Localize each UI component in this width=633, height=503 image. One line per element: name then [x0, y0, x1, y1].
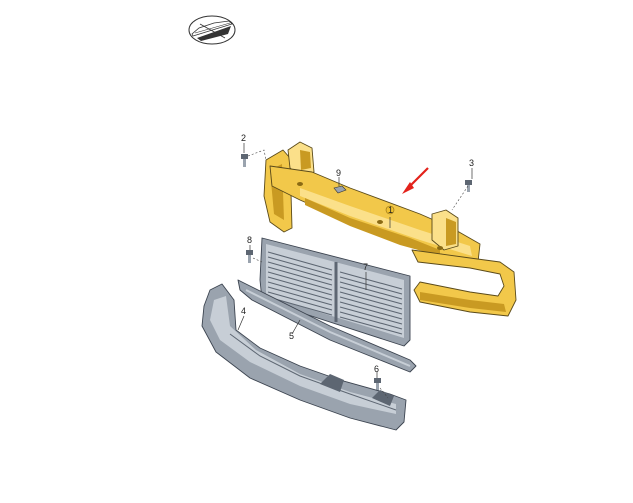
highlight-marker: [385, 205, 395, 215]
trim-strip-part: [237, 279, 417, 373]
callout-2: 2: [241, 133, 246, 143]
air-shutter-part: [259, 237, 411, 347]
bolt-3: [465, 180, 472, 192]
bolt-2: [241, 154, 248, 167]
callout-9: 9: [336, 168, 341, 178]
bolt-8: [246, 250, 253, 263]
callout-6: 6: [374, 364, 379, 374]
callout-4: 4: [241, 306, 246, 316]
car-orientation-icon: [188, 15, 236, 45]
callout-5: 5: [289, 331, 294, 341]
bolt-6: [374, 378, 381, 391]
air-duct-part: [201, 283, 407, 431]
callout-3: 3: [469, 158, 474, 168]
callout-8: 8: [247, 235, 252, 245]
clip-part-9: [333, 185, 347, 194]
callout-labels: 1 2 3 4 5 6 7 8 9: [241, 133, 474, 374]
red-arrow-icon: [402, 167, 429, 194]
leader-lines: [237, 143, 473, 399]
callout-1: 1: [388, 205, 393, 215]
callout-7: 7: [363, 262, 368, 272]
lock-carrier-part: [263, 141, 517, 317]
